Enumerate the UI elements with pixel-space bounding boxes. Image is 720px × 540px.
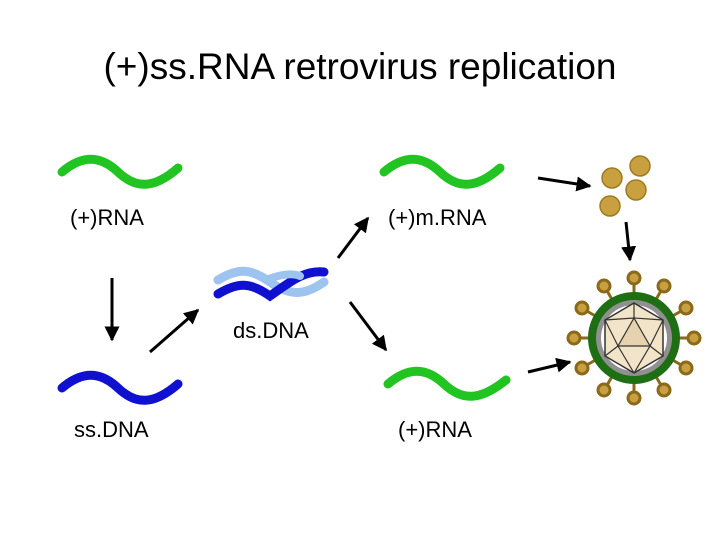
label-dsdna: ds.DNA: [233, 318, 309, 343]
label-rna-top: (+)RNA: [70, 205, 144, 230]
arrow-ssdna-to-dsdna: [149, 308, 200, 354]
dsdna-helix: [213, 266, 329, 302]
rna-strand-top-left: [57, 154, 183, 189]
arrow-dsdna-to-mrna: [336, 216, 370, 259]
label-rna-bottom: (+)RNA: [398, 417, 472, 442]
arrow-dsdna-to-rna: [348, 301, 388, 352]
arrow-mrna-to-proteins: [537, 176, 592, 192]
label-mrna: (+)m.RNA: [388, 205, 487, 230]
rna-strand-bottom: [383, 366, 511, 401]
arrow-proteins-to-virion: [621, 221, 637, 262]
mrna-strand: [379, 154, 505, 189]
label-ssdna: ss.DNA: [74, 417, 149, 442]
virion-particle: [566, 270, 702, 406]
arrow-rna-to-virion: [527, 357, 572, 374]
slide-title: (+)ss.RNA retrovirus replication: [103, 46, 617, 87]
protein-cluster: [599, 155, 651, 217]
ssdna-strand: [57, 370, 183, 405]
